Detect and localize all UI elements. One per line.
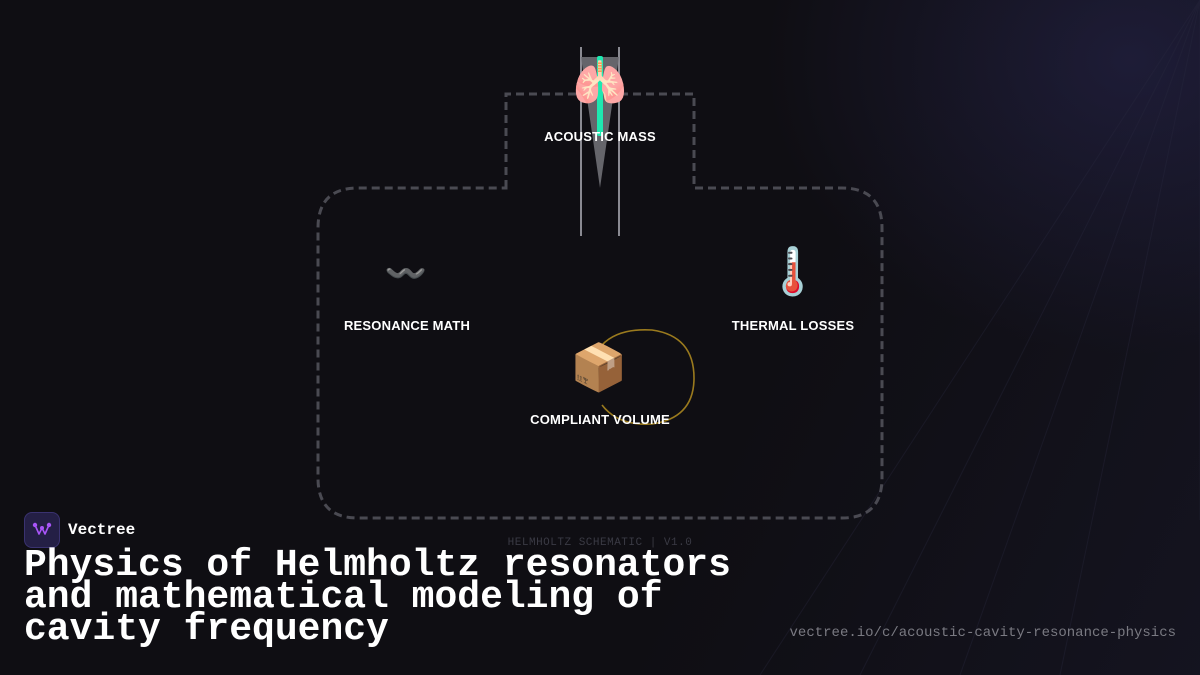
schematic-version-label: HELMHOLTZ SCHEMATIC | V1.0 (507, 537, 693, 549)
node-label-thermal-losses: THERMAL LOSSES (731, 318, 855, 333)
resonator-outline (316, 92, 884, 520)
lungs-icon: 🫁 (572, 58, 628, 109)
brand[interactable]: Vectree (24, 512, 135, 548)
course-url-link[interactable]: vectree.io/c/acoustic-cavity-resonance-p… (789, 625, 1176, 641)
node-label-resonance-math: RESONANCE MATH (343, 318, 471, 333)
package-icon: 📦 (570, 340, 628, 394)
brand-name: Vectree (68, 521, 136, 539)
page-title: Physics of Helmholtz resonators and math… (24, 544, 731, 651)
compliant-volume-ring (601, 328, 695, 425)
node-label-compliant-volume: COMPLIANT VOLUME (530, 412, 670, 427)
wave-icon: 〰️ (384, 254, 428, 294)
thermometer-icon: 🌡️ (764, 244, 822, 298)
vectree-logo-icon (24, 512, 60, 548)
neck-flow-indicator (597, 56, 603, 136)
node-label-acoustic-mass: ACOUSTIC MASS (544, 129, 656, 144)
